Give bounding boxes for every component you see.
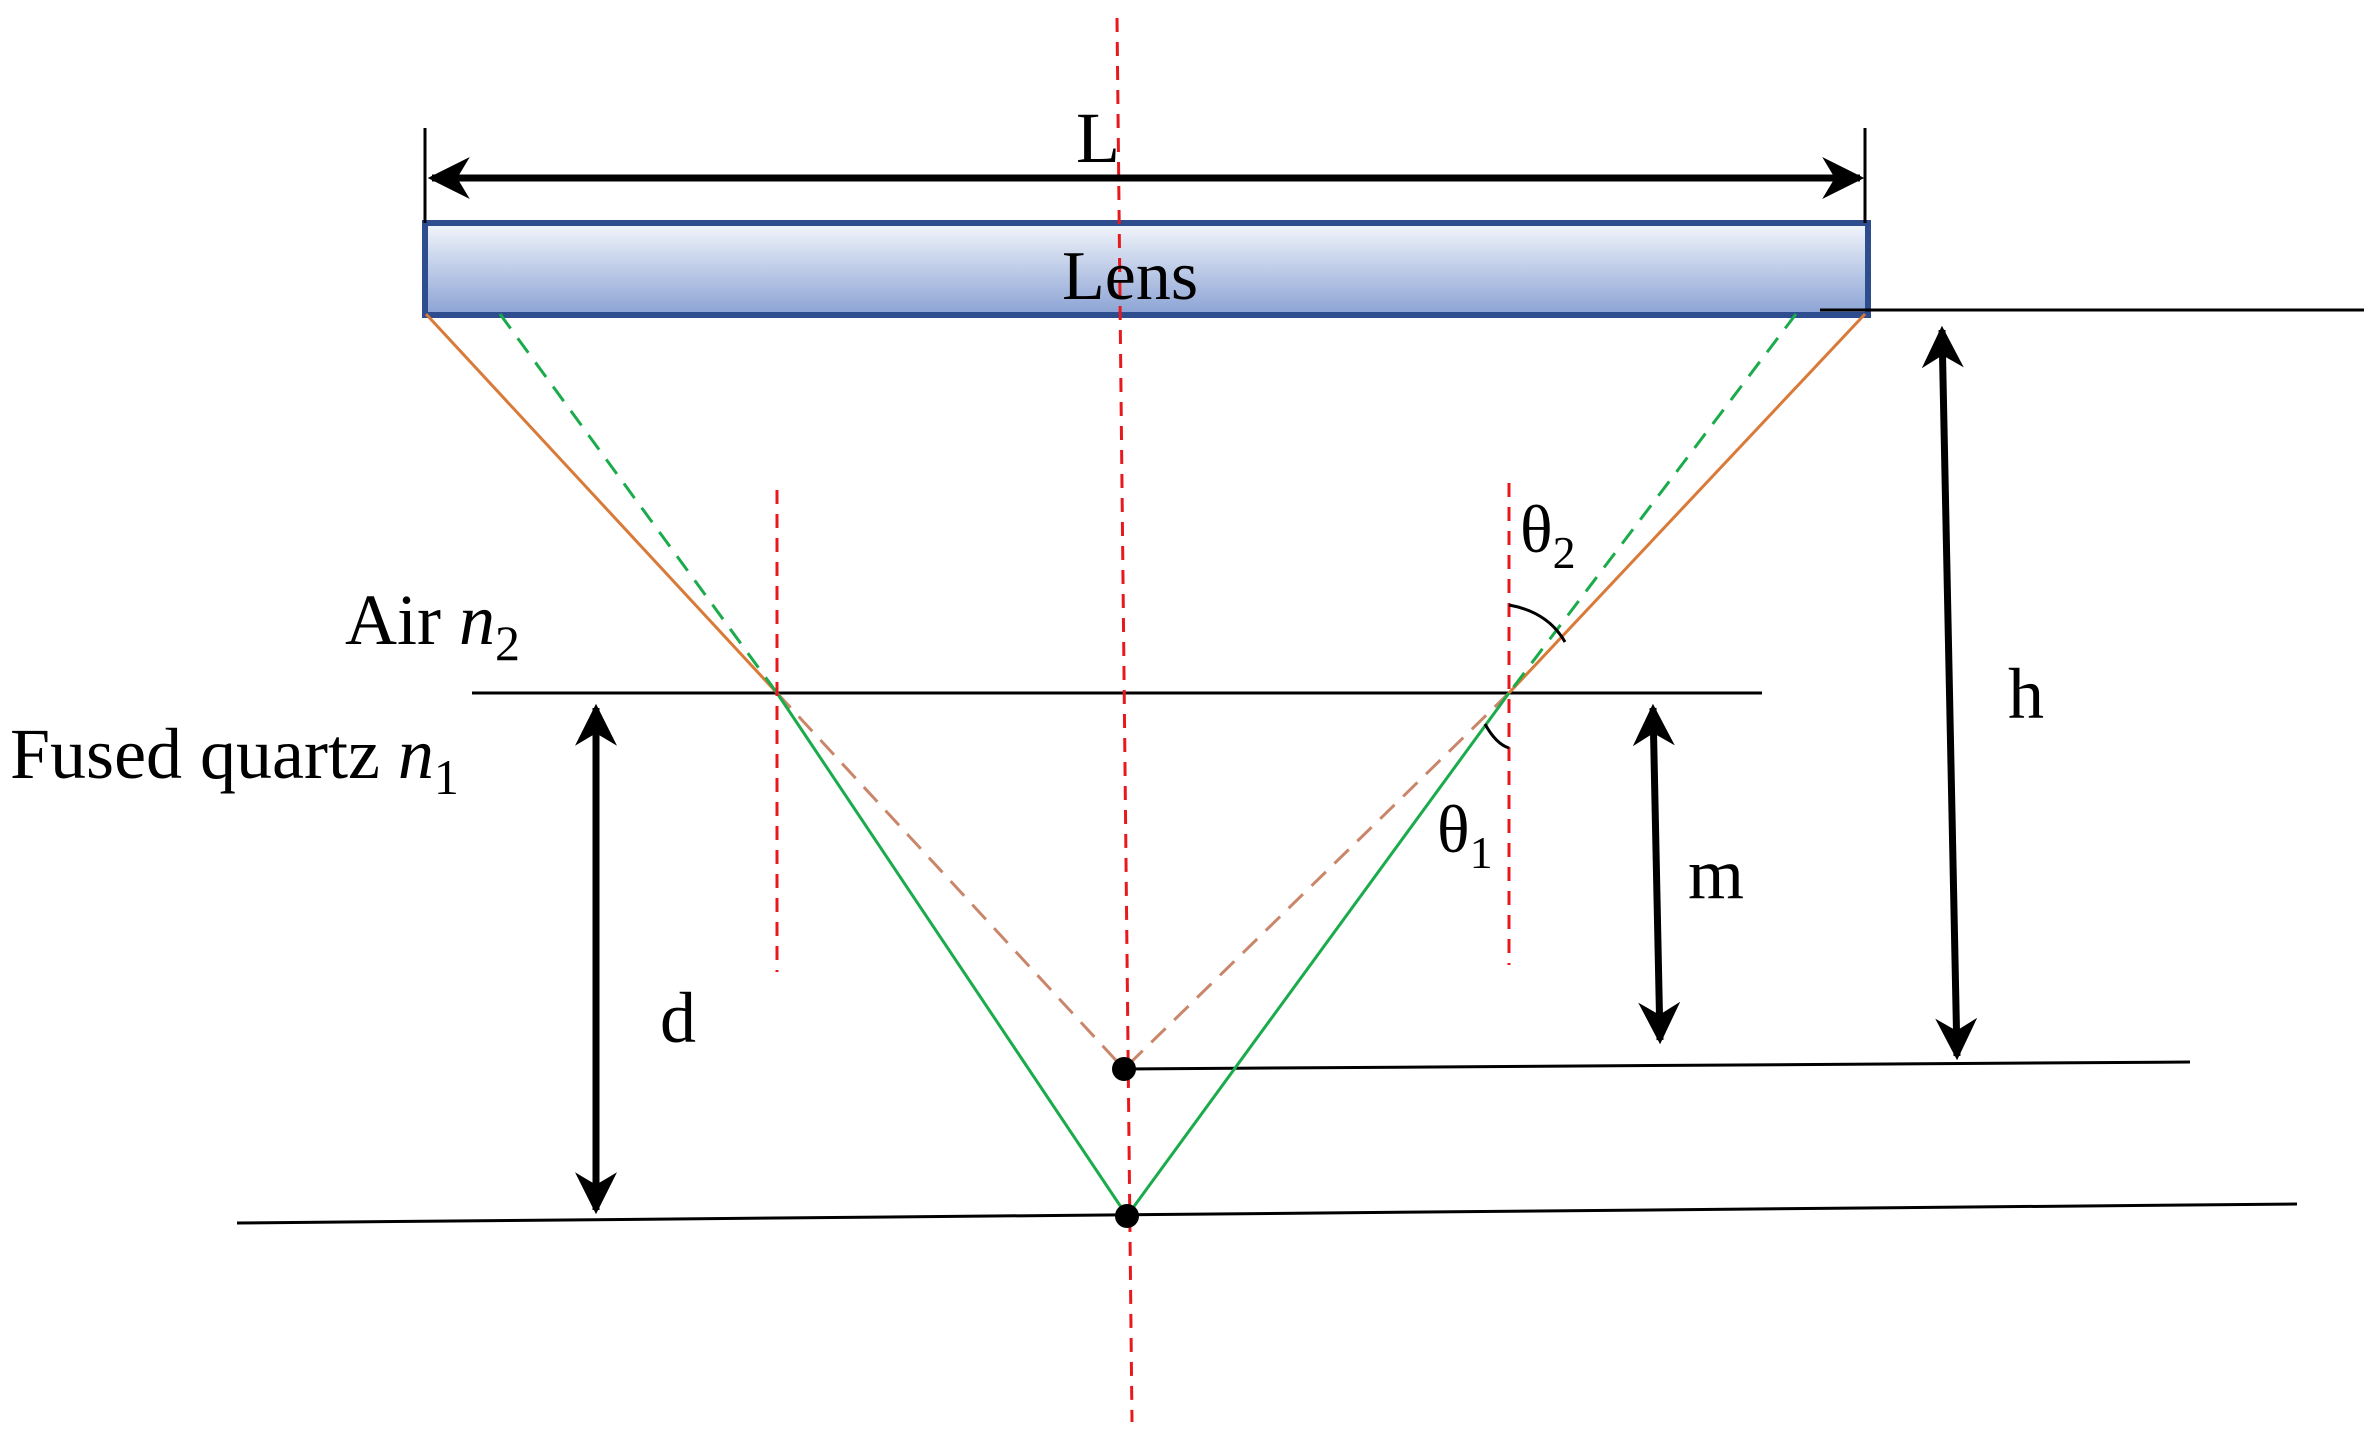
lens-label: Lens [1062,238,1198,315]
L-label: L [1076,98,1120,178]
right-green-solid-ray [1125,692,1511,1217]
right-orange-ray [1507,312,1867,695]
m-dimension-arrow [1632,703,1681,1045]
lens [422,220,1871,318]
h-dimension-arrow [1921,325,1978,1061]
left-orange-dashed-extension [775,691,1126,1071]
theta2-arc [1508,603,1567,643]
quartz-label: Fused quartz n1 [10,714,459,805]
left-orange-ray [424,312,779,695]
h-label: h [2008,654,2044,734]
apparent-image-point [1112,1057,1136,1081]
optical-axis [1115,17,1134,1423]
image-point-line [1123,1060,2191,1071]
bottom-surface-line [236,1202,2298,1225]
theta1-arc [1483,723,1510,750]
object-point [1115,1204,1139,1228]
right-orange-dashed-extension [1122,691,1511,1071]
m-label: m [1688,834,1744,914]
theta2-label: θ2 [1520,491,1576,578]
left-green-dashed-ray [498,313,779,694]
theta1-label: θ1 [1437,791,1493,878]
d-label: d [660,978,696,1058]
air-label: Air n2 [345,580,520,671]
left-green-solid-ray [775,692,1129,1217]
